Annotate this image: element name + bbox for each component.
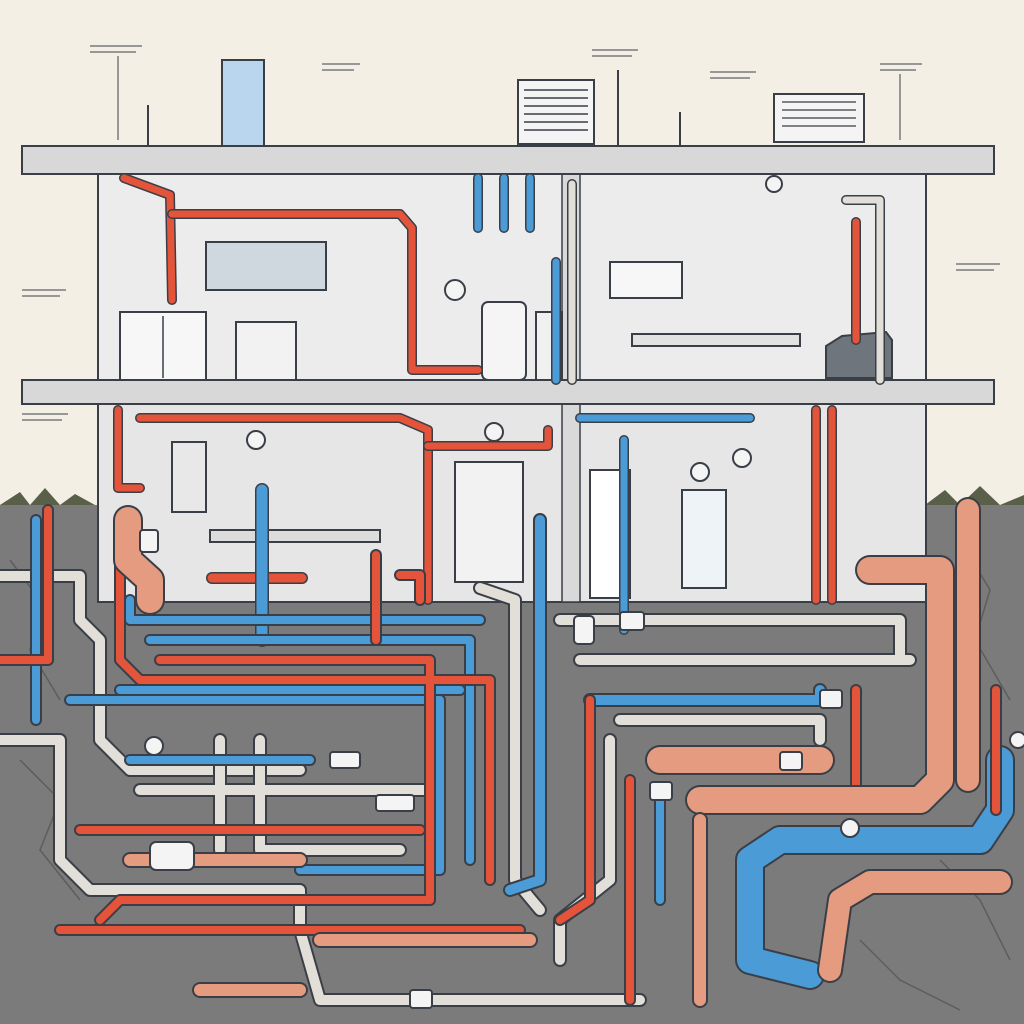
gauge-icon <box>246 430 266 450</box>
workbench <box>209 529 381 543</box>
valve-icon <box>819 689 843 709</box>
valve-icon <box>149 841 195 871</box>
gauge-icon <box>1009 731 1024 749</box>
floor-slab <box>21 379 995 405</box>
valve-icon <box>329 751 361 769</box>
storage-shelf <box>454 461 524 583</box>
building-pipes <box>113 173 885 647</box>
roof-slab <box>21 145 995 175</box>
refrigerator <box>681 489 727 589</box>
valves-and-gauges <box>139 175 860 1009</box>
valve-icon <box>649 781 673 801</box>
work-table <box>631 333 801 347</box>
interior-divider-lower <box>561 401 581 603</box>
utility-panel <box>171 441 207 513</box>
rooftop-ac-unit <box>517 79 595 145</box>
valve-icon <box>573 615 595 645</box>
valve-icon <box>779 751 803 771</box>
gauge-icon <box>732 448 752 468</box>
valve-icon <box>375 794 415 812</box>
roof-access-door <box>221 59 265 147</box>
wall-window-right <box>609 261 683 299</box>
rooftop-hvac-unit <box>773 93 865 143</box>
wall-window-left <box>205 241 327 291</box>
gauge-icon <box>765 175 783 193</box>
gauge-icon <box>444 279 466 301</box>
desk-unit <box>235 321 297 381</box>
grass-right <box>925 486 1024 505</box>
gauge-icon <box>840 818 860 838</box>
valve-icon <box>619 611 645 631</box>
gauge-icon <box>484 422 504 442</box>
grass-left <box>0 488 95 505</box>
roof-vent-stacks <box>147 70 681 146</box>
callout-marks-roof <box>22 45 1000 421</box>
water-heater-tank <box>481 301 527 381</box>
gauge-icon <box>144 736 164 756</box>
valve-icon <box>139 529 159 553</box>
kitchen-cabinet <box>119 311 207 381</box>
gauge-icon <box>690 462 710 482</box>
valve-icon <box>409 989 433 1009</box>
